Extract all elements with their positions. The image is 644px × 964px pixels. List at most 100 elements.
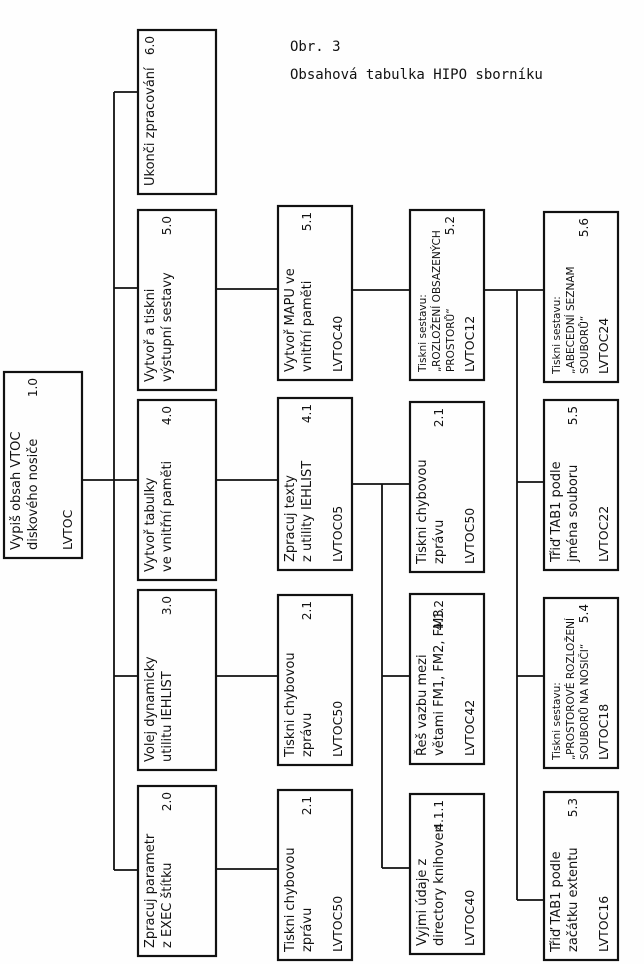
- box-module-name: LVTOC22: [596, 506, 611, 562]
- box-module-name: LVTOC: [60, 509, 75, 550]
- box-frame: [542, 398, 620, 572]
- box-text-line: Zpracuj parametr: [143, 833, 158, 948]
- box-text-line: Třiď TAB1 podle: [549, 461, 564, 563]
- box-number: 5.5: [566, 406, 580, 425]
- box-frame: [276, 593, 354, 767]
- box-number: 4.1.2: [432, 600, 446, 631]
- box-text-line: větami FM1, FM2, FM3: [432, 609, 447, 756]
- box-number: 5.6: [577, 218, 591, 237]
- box-text-line: Třiď TAB1 podle: [549, 851, 564, 953]
- box-text-line: SOUBORŮ“: [578, 316, 591, 374]
- box-frame: [276, 788, 354, 962]
- box-frame: [408, 400, 486, 574]
- box-module-name: LVTOC42: [462, 700, 477, 756]
- box-text-line: zprávu: [300, 713, 315, 757]
- box-text-line: vnitřní paměti: [300, 281, 315, 372]
- box-frame: [408, 592, 486, 766]
- box-frame: [408, 792, 486, 956]
- box-number: 2.1: [300, 796, 314, 815]
- box-frame: [136, 588, 218, 772]
- box-text-line: Vytvoř MAPU ve: [283, 268, 298, 372]
- box-number: 6.0: [143, 36, 157, 55]
- box-text-line: začátku extentu: [566, 847, 581, 952]
- box-text-line: diskového nosiče: [26, 439, 41, 550]
- box-text-line: Vytvoř tabulky: [143, 477, 158, 572]
- box-text-line: „PROSTOROVÉ ROZLOŽENÍ: [564, 618, 577, 760]
- box-number: 2.1: [432, 408, 446, 427]
- box-text-line: utilitu IEHLIST: [160, 671, 175, 762]
- box-number: 1.0: [26, 378, 40, 397]
- box-text-line: Tiskni sestavu:: [551, 296, 563, 375]
- box-module-name: LVTOC50: [330, 701, 345, 757]
- figure-title: Obsahová tabulka HIPO sborníku: [290, 67, 543, 83]
- box-text-line: Řeš vazbu mezi: [414, 654, 430, 756]
- box-text-line: Vypiš obsah VTOC: [9, 432, 24, 550]
- box-text-line: Ukonči zpracování: [143, 67, 158, 186]
- box-frame: [542, 790, 620, 962]
- box-text-line: „ABECEDNÍ SEZNAM: [564, 266, 577, 374]
- box-module-name: LVTOC40: [330, 316, 345, 372]
- box-text-line: výstupní sestavy: [160, 272, 175, 382]
- box-text-line: Tiskni chybovou: [415, 459, 430, 565]
- box-number: 4.1.1: [432, 800, 446, 831]
- box-text-line: zprávu: [300, 908, 315, 952]
- box-module-name: LVTOC16: [596, 896, 611, 952]
- box-frame: [136, 784, 218, 958]
- box-frame: [276, 396, 354, 572]
- box-text-line: z utility IEHLIST: [300, 461, 315, 562]
- box-text-line: Tiskni chybovou: [283, 847, 298, 953]
- box-text-line: Volej dynamicky: [143, 656, 158, 762]
- box-module-name: LVTOC40: [462, 890, 477, 946]
- box-frame: [136, 208, 218, 392]
- box-text-line: Vyjmi údaje z: [415, 859, 430, 946]
- box-text-line: „ROZLOŽENÍ OBSAZENÝCH: [430, 230, 443, 372]
- box-text-line: jména souboru: [566, 465, 581, 563]
- box-text-line: directory knihoven: [432, 824, 447, 946]
- box-number: 5.1: [300, 212, 314, 231]
- box-number: 4.1: [300, 404, 314, 423]
- box-module-name: LVTOC50: [462, 508, 477, 564]
- box-number: 5.0: [160, 216, 174, 235]
- figure-label: Obr. 3: [290, 39, 341, 55]
- box-text-line: Zpracuj texty: [283, 475, 298, 562]
- box-frame: [276, 204, 354, 382]
- box-frame: [2, 370, 84, 560]
- box-number: 2.0: [160, 792, 174, 811]
- box-module-name: LVTOC50: [330, 896, 345, 952]
- box-text-line: SOUBORŮ NA NOSIČI“: [578, 644, 591, 760]
- box-number: 5.2: [443, 216, 457, 235]
- box-text-line: Vytvoř a tiskni: [143, 289, 158, 382]
- box-text-line: PROSTORŮ“: [444, 308, 457, 372]
- box-frame: [542, 596, 620, 770]
- connectors: [82, 91, 544, 901]
- box-text-line: Tiskni sestavu:: [417, 294, 429, 373]
- box-module-name: LVTOC12: [462, 316, 477, 372]
- box-text-line: ve vnitřní paměti: [160, 461, 175, 572]
- box-number: 2.1: [300, 601, 314, 620]
- box-text-line: Tiskni sestavu:: [551, 682, 563, 761]
- box-frame: [408, 208, 486, 382]
- box-frame: [136, 28, 218, 196]
- box-module-name: LVTOC24: [596, 318, 611, 374]
- box-number: 3.0: [160, 596, 174, 615]
- box-number: 5.3: [566, 798, 580, 817]
- box-number: 5.4: [577, 604, 591, 623]
